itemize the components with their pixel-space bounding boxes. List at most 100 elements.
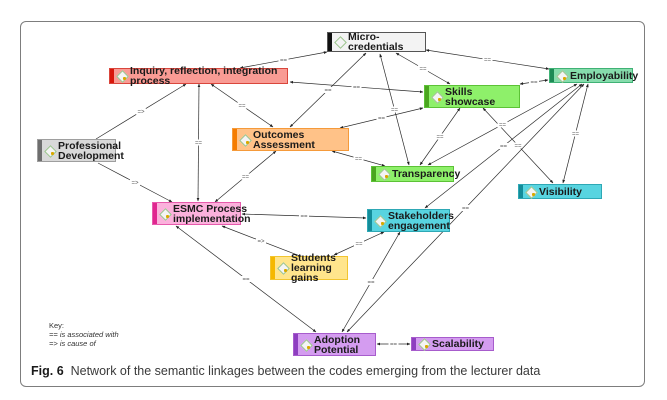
code-diamond-icon <box>556 69 569 83</box>
edge-label: == <box>378 116 386 122</box>
edge-label: == <box>436 135 444 141</box>
edge-label: == <box>390 342 398 348</box>
node-label: Skills showcase <box>445 85 496 108</box>
code-diamond-icon <box>239 133 252 147</box>
edge-label: == <box>195 141 203 147</box>
edge-label: == <box>572 132 580 138</box>
edge-label-bg <box>482 56 493 63</box>
figure-frame <box>20 21 645 387</box>
node-stakeholders[interactable]: Stakeholders engagement <box>367 209 454 232</box>
edge-label-bg <box>136 108 146 115</box>
node-color-stripe <box>372 167 376 181</box>
edge-label: == <box>500 144 508 150</box>
node-employability[interactable]: Employability <box>549 68 638 83</box>
node-scalability[interactable]: Scalability <box>411 337 494 351</box>
edge-label: == <box>462 206 470 212</box>
code-badge-icon <box>381 221 384 225</box>
code-diamond-icon <box>431 90 444 104</box>
edge-label: == <box>324 88 332 94</box>
legend-title: Key: <box>49 321 65 330</box>
node-transparency[interactable]: Transparency <box>371 166 460 182</box>
edge-label: == <box>391 108 399 114</box>
edge-label-bg <box>240 173 251 180</box>
figure-caption: Fig. 6 Network of the semantic linkages … <box>31 364 540 378</box>
code-diamond-icon <box>334 36 347 49</box>
edge-label: == <box>300 214 308 220</box>
edge-label: == <box>514 144 522 150</box>
node-label: Adoption Potential <box>314 333 361 356</box>
code-diamond-icon <box>374 214 387 228</box>
node-color-stripe <box>550 69 554 82</box>
legend-key: Key: == is associated with => is cause o… <box>49 321 119 348</box>
node-visibility[interactable]: Visibility <box>518 184 602 199</box>
edge-label: == <box>355 242 363 248</box>
edge-label-bg <box>278 57 289 63</box>
figure-caption-text: Network of the semantic linkages between… <box>70 364 541 378</box>
edge-label: == <box>499 123 507 129</box>
edge-label: => <box>131 181 139 187</box>
legend-item-cause: => is cause of <box>49 339 96 348</box>
code-badge-icon <box>532 192 535 196</box>
node-outcomes-assessment[interactable]: Outcomes Assessment <box>232 128 349 151</box>
edge-label-bg <box>460 205 471 211</box>
edge-label-bg <box>366 279 376 285</box>
edge-label: == <box>238 104 246 110</box>
node-color-stripe <box>38 140 42 161</box>
node-color-stripe <box>294 334 298 355</box>
edge-label-bg <box>418 65 428 72</box>
node-label: Transparency <box>392 168 461 180</box>
node-inquiry[interactable]: Inquiry, reflection, integration process <box>109 66 288 86</box>
code-badge-icon <box>307 345 310 349</box>
node-label: Stakeholders engagement <box>388 209 454 232</box>
edge-label-bg <box>130 179 140 186</box>
node-label: Professional Development <box>58 139 124 162</box>
node-color-stripe <box>271 257 275 279</box>
node-label: Outcomes Assessment <box>253 128 315 151</box>
node-color-stripe <box>110 69 114 83</box>
edge-label: => <box>137 110 145 116</box>
edge-label: == <box>419 67 427 73</box>
code-badge-icon <box>438 97 441 101</box>
edge-label: == <box>242 175 250 181</box>
edge-label: => <box>257 239 265 245</box>
node-students-learning-gains[interactable]: Students learning gains <box>270 253 348 283</box>
node-esmc[interactable]: ESMC Process implementation <box>152 202 251 225</box>
edge-label: == <box>280 58 288 64</box>
edge-label-bg <box>529 79 539 85</box>
edge-label-bg <box>193 139 204 146</box>
figure-label: Fig. 6 <box>31 364 64 378</box>
edge-label-bg <box>388 341 399 347</box>
edge-label-bg <box>241 276 251 282</box>
code-diamond-icon <box>159 207 172 221</box>
node-color-stripe <box>519 185 523 198</box>
node-color-stripe <box>233 129 237 150</box>
code-badge-icon <box>166 214 169 218</box>
code-diamond-icon <box>525 185 538 199</box>
code-badge-icon <box>563 76 566 80</box>
legend-item-associated: == is associated with <box>49 330 119 339</box>
node-label: Visibility <box>539 185 582 198</box>
node-color-stripe <box>412 338 416 350</box>
edge-label: == <box>353 85 361 91</box>
edge-label: == <box>484 58 492 64</box>
code-badge-icon <box>385 175 388 178</box>
node-adoption-potential[interactable]: Adoption Potential <box>293 333 376 356</box>
node-label: Scalability <box>432 338 484 350</box>
node-skills-showcase[interactable]: Skills showcase <box>424 85 520 108</box>
node-professional-development[interactable]: Professional Development <box>37 139 124 162</box>
edge-label-bg <box>237 102 247 109</box>
edge-label: == <box>367 280 375 286</box>
code-diamond-icon <box>300 338 313 352</box>
node-micro-credentials[interactable]: Micro-credentials <box>327 32 426 52</box>
node-color-stripe <box>328 33 332 51</box>
edge-label: == <box>530 80 538 86</box>
code-badge-icon <box>425 345 428 348</box>
node-label: ESMC Process implementation <box>173 202 251 225</box>
node-color-stripe <box>368 210 372 231</box>
code-badge-icon <box>284 269 287 272</box>
edge-label-bg <box>299 213 309 219</box>
edge-label: == <box>355 157 363 163</box>
node-label: Micro-credentials <box>348 31 404 53</box>
code-badge-icon <box>123 77 126 80</box>
